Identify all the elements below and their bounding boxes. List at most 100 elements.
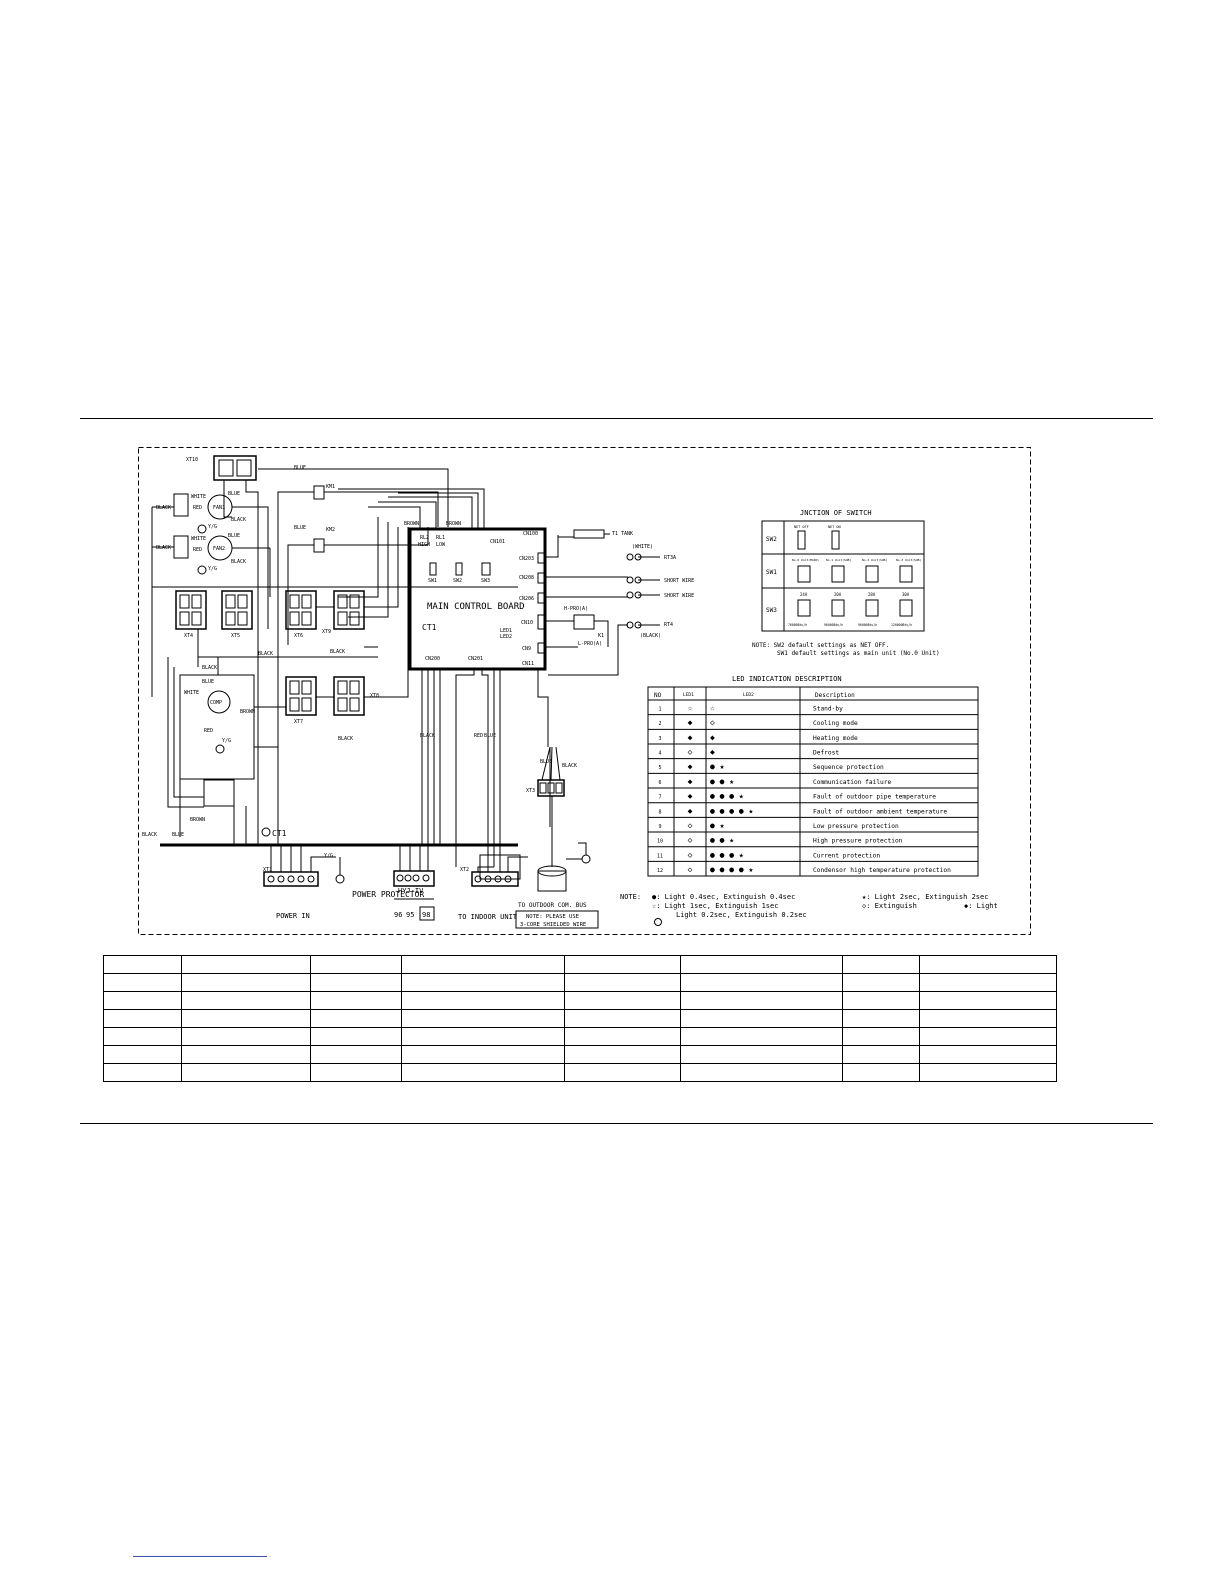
grid-cell — [563, 955, 681, 974]
led-cell-led1: ◇ — [688, 748, 693, 757]
svg-text:CN11: CN11 — [522, 661, 534, 667]
sensor-area: T1 TANK (WHITE) RT3A SHORT WIRE SHORT WI… — [545, 529, 694, 676]
svg-text:★: Light 2sec, Extinguish 2sec: ★: Light 2sec, Extinguish 2sec — [862, 893, 988, 901]
led-cell-no: 8 — [658, 809, 661, 815]
svg-text:JNCTION OF SWITCH: JNCTION OF SWITCH — [800, 509, 872, 517]
led-cell-led1: ◇ — [688, 865, 693, 874]
grid-cell — [102, 1045, 183, 1064]
to-indoor-label: TO INDOOR UNIT — [458, 913, 518, 921]
svg-text:BLUE: BLUE — [540, 759, 552, 765]
svg-text:SHORT WIRE: SHORT WIRE — [664, 578, 694, 584]
svg-text:FAN1: FAN1 — [213, 505, 225, 511]
svg-text:RT4: RT4 — [664, 622, 673, 628]
led-cell-desc: Fault of outdoor pipe temperature — [813, 794, 936, 801]
grid-cell — [679, 991, 843, 1010]
svg-text:BLUE: BLUE — [202, 679, 214, 685]
svg-text:CT1: CT1 — [422, 623, 437, 632]
svg-text:HYJ-IV: HYJ-IV — [398, 887, 424, 895]
svg-text:XT3: XT3 — [526, 788, 535, 794]
svg-text:76000Btu/h: 76000Btu/h — [788, 623, 807, 627]
grid-cell — [841, 1027, 921, 1046]
led-cell-no: 5 — [658, 765, 661, 771]
terminal-xt5: XT5 — [221, 590, 253, 639]
led-cell-no: 10 — [657, 839, 663, 845]
grid-cell — [310, 955, 403, 974]
terminal-xt9: XT9 — [322, 590, 365, 635]
led-cell-led2: ☆ — [710, 704, 715, 713]
grid-cell — [679, 1009, 843, 1028]
svg-text:Light 0.2sec, Extinguish 0.2se: Light 0.2sec, Extinguish 0.2sec — [676, 911, 807, 919]
grid-cell — [181, 1063, 312, 1082]
grid-cell — [181, 1009, 312, 1028]
svg-text:LED1: LED1 — [683, 692, 694, 698]
grid-cell — [919, 1045, 1057, 1064]
led-cell-led2: ● ● ● ● ★ — [710, 865, 754, 874]
svg-text:SHORT WIRE: SHORT WIRE — [664, 593, 694, 599]
ct1-label: CT1 — [272, 829, 287, 838]
svg-text:BLACK: BLACK — [156, 545, 171, 551]
svg-text:BLACK: BLACK — [231, 559, 246, 565]
grid-cell — [841, 1063, 921, 1082]
svg-text:20A: 20A — [834, 592, 842, 597]
bottom-rule — [80, 1123, 1153, 1124]
led-cell-no: 7 — [658, 795, 661, 801]
led-cell-no: 12 — [657, 868, 663, 874]
svg-text:XT6: XT6 — [294, 633, 303, 639]
svg-text:◆: Light: ◆: Light — [964, 902, 998, 910]
svg-text:96000Btu/h: 96000Btu/h — [824, 623, 843, 627]
wiring-diagram: XT10 FAN1 BLUE BLACK WHITE RED Y/G FAN2 … — [138, 447, 1031, 935]
svg-text:◇: Extinguish: ◇: Extinguish — [862, 902, 917, 910]
grid-cell — [401, 955, 565, 974]
led-cell-desc: Current protection — [813, 852, 880, 859]
svg-text:COMP: COMP — [210, 700, 222, 706]
led-cell-no: 6 — [658, 780, 661, 786]
grid-cell — [841, 973, 921, 992]
svg-text:CN208: CN208 — [519, 575, 534, 581]
svg-text:Y/G: Y/G — [208, 566, 217, 572]
svg-text:NET OFF: NET OFF — [794, 525, 809, 529]
svg-text:Y/G: Y/G — [208, 524, 217, 530]
grid-cell — [841, 1045, 921, 1064]
grid-cell — [919, 1063, 1057, 1082]
led-cell-led2: ◇ — [710, 718, 715, 727]
led-cell-led2: ● ● ● ★ — [710, 792, 744, 801]
svg-text:T1 TANK: T1 TANK — [612, 531, 633, 537]
svg-text:RL2: RL2 — [420, 535, 429, 541]
svg-text:No.0 Unit(MAIN): No.0 Unit(MAIN) — [792, 558, 819, 562]
grid-cell — [679, 1063, 843, 1082]
terminal-xt7: XT7 — [285, 676, 317, 725]
compressor: COMP BLUE WHITE RED Y/G BROWN — [179, 674, 255, 823]
svg-text:XT4: XT4 — [184, 633, 193, 639]
svg-text:SW1: SW1 — [428, 578, 437, 584]
svg-text:BROWN: BROWN — [240, 709, 255, 715]
grid-cell — [919, 1027, 1057, 1046]
led-cell-led1: ☆ — [688, 704, 693, 713]
led-cell-led2: ● ● ★ — [710, 836, 734, 845]
led-cell-desc: Stand-by — [813, 706, 843, 713]
label-xt10: XT10 — [186, 457, 198, 463]
board-title: MAIN CONTROL BOARD — [427, 602, 525, 612]
led-cell-led1: ◇ — [688, 836, 693, 845]
indoor-unit-terminal: XT2 TO INDOOR UNIT — [458, 854, 528, 921]
svg-text:XT7: XT7 — [294, 719, 303, 725]
svg-text:BLACK: BLACK — [142, 832, 157, 838]
svg-text:3-CORE SHIELDED WIRE: 3-CORE SHIELDED WIRE — [520, 922, 586, 928]
led-cell-desc: Heating mode — [813, 735, 858, 742]
svg-text:95: 95 — [406, 911, 414, 919]
grid-row — [102, 973, 1057, 992]
grid-cell — [102, 1063, 183, 1082]
grid-cell — [563, 973, 681, 992]
grid-cell — [102, 1027, 183, 1046]
led-legend: NOTE: ●: Light 0.4sec, Extinguish 0.4sec… — [620, 893, 998, 926]
grid-cell — [679, 1027, 843, 1046]
svg-text:BLACK: BLACK — [156, 505, 171, 511]
grid-cell — [181, 955, 312, 974]
svg-text:CN201: CN201 — [468, 656, 483, 662]
svg-text:BLACK: BLACK — [338, 736, 353, 742]
svg-text:FAN2: FAN2 — [213, 546, 225, 552]
to-outdoor-label: TO OUTDOOR COM. BUS — [518, 902, 587, 909]
grid-row — [102, 955, 1057, 974]
led-cell-led2: ◆ — [710, 748, 715, 757]
led-cell-led2: ● ● ★ — [710, 777, 734, 786]
terminal-xt3: XT3 — [526, 746, 591, 892]
